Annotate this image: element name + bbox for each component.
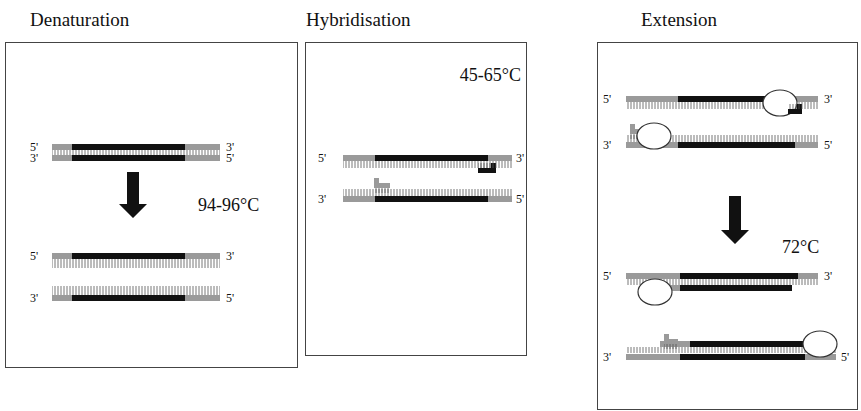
strand-end-label: 5'	[30, 250, 38, 262]
target-sequence	[72, 144, 185, 150]
base-pairs	[343, 189, 512, 196]
temperature-label: 45-65°C	[460, 65, 521, 86]
dna-strand	[52, 155, 220, 161]
step-title: Extension	[641, 9, 717, 31]
base-pairs	[664, 344, 678, 349]
target-sequence	[680, 354, 805, 360]
strand-end-label: 5'	[841, 351, 849, 363]
target-sequence	[680, 273, 798, 279]
strand-end-label: 3'	[824, 93, 832, 105]
target-sequence	[72, 295, 185, 301]
strand-end-label: 3'	[603, 351, 611, 363]
step-panel: Denaturation94-96°C	[5, 42, 298, 368]
polymerase	[637, 123, 671, 149]
step-title: Hybridisation	[306, 9, 411, 31]
primer	[374, 178, 379, 183]
strand-end-label: 3'	[30, 292, 38, 304]
dna-strand	[343, 155, 512, 161]
base-pairs	[52, 286, 220, 295]
dna-strand	[52, 295, 220, 301]
primer	[664, 339, 678, 344]
target-sequence	[72, 155, 185, 161]
base-pairs	[343, 161, 512, 168]
primer	[788, 109, 802, 114]
target-sequence	[375, 196, 488, 202]
strand-end-label: 5'	[226, 292, 234, 304]
step-arrow	[721, 196, 749, 244]
strand-end-label: 5'	[516, 193, 524, 205]
base-pairs	[52, 150, 220, 155]
strand-end-label: 3'	[824, 270, 832, 282]
primer	[374, 183, 390, 188]
step-arrow	[119, 172, 147, 218]
target-sequence	[72, 253, 185, 259]
dna-strand	[52, 144, 220, 150]
strand-end-label: 5'	[226, 152, 234, 164]
strand-end-label: 5'	[603, 270, 611, 282]
primer	[664, 334, 669, 339]
base-pairs	[52, 259, 220, 268]
strand-end-label: 5'	[318, 152, 326, 164]
temperature-label: 72°C	[782, 237, 819, 258]
step-title: Denaturation	[30, 9, 129, 31]
polymerase	[638, 279, 672, 305]
primer	[478, 168, 496, 173]
dna-strand	[626, 273, 818, 279]
strand-end-label: 3'	[318, 193, 326, 205]
dna-strand	[343, 196, 512, 202]
strand-end-label: 3'	[30, 152, 38, 164]
step-panel: Extension72°C	[597, 42, 858, 410]
dna-strand	[52, 253, 220, 259]
target-sequence	[690, 341, 805, 347]
temperature-label: 94-96°C	[198, 195, 259, 216]
primer	[630, 124, 635, 129]
target-sequence	[678, 142, 795, 148]
strand-end-label: 5'	[824, 139, 832, 151]
strand-end-label: 3'	[516, 152, 524, 164]
polymerase	[803, 331, 837, 357]
target-sequence	[375, 155, 488, 161]
strand-end-label: 5'	[603, 93, 611, 105]
base-pairs	[478, 163, 496, 168]
strand-end-label: 3'	[226, 250, 234, 262]
new-strand	[680, 285, 792, 291]
dna-strand	[626, 354, 836, 360]
base-pairs	[374, 188, 390, 193]
strand-end-label: 3'	[603, 139, 611, 151]
step-panel: Hybridisation45-65°C	[305, 42, 527, 356]
base-pairs	[788, 104, 802, 109]
